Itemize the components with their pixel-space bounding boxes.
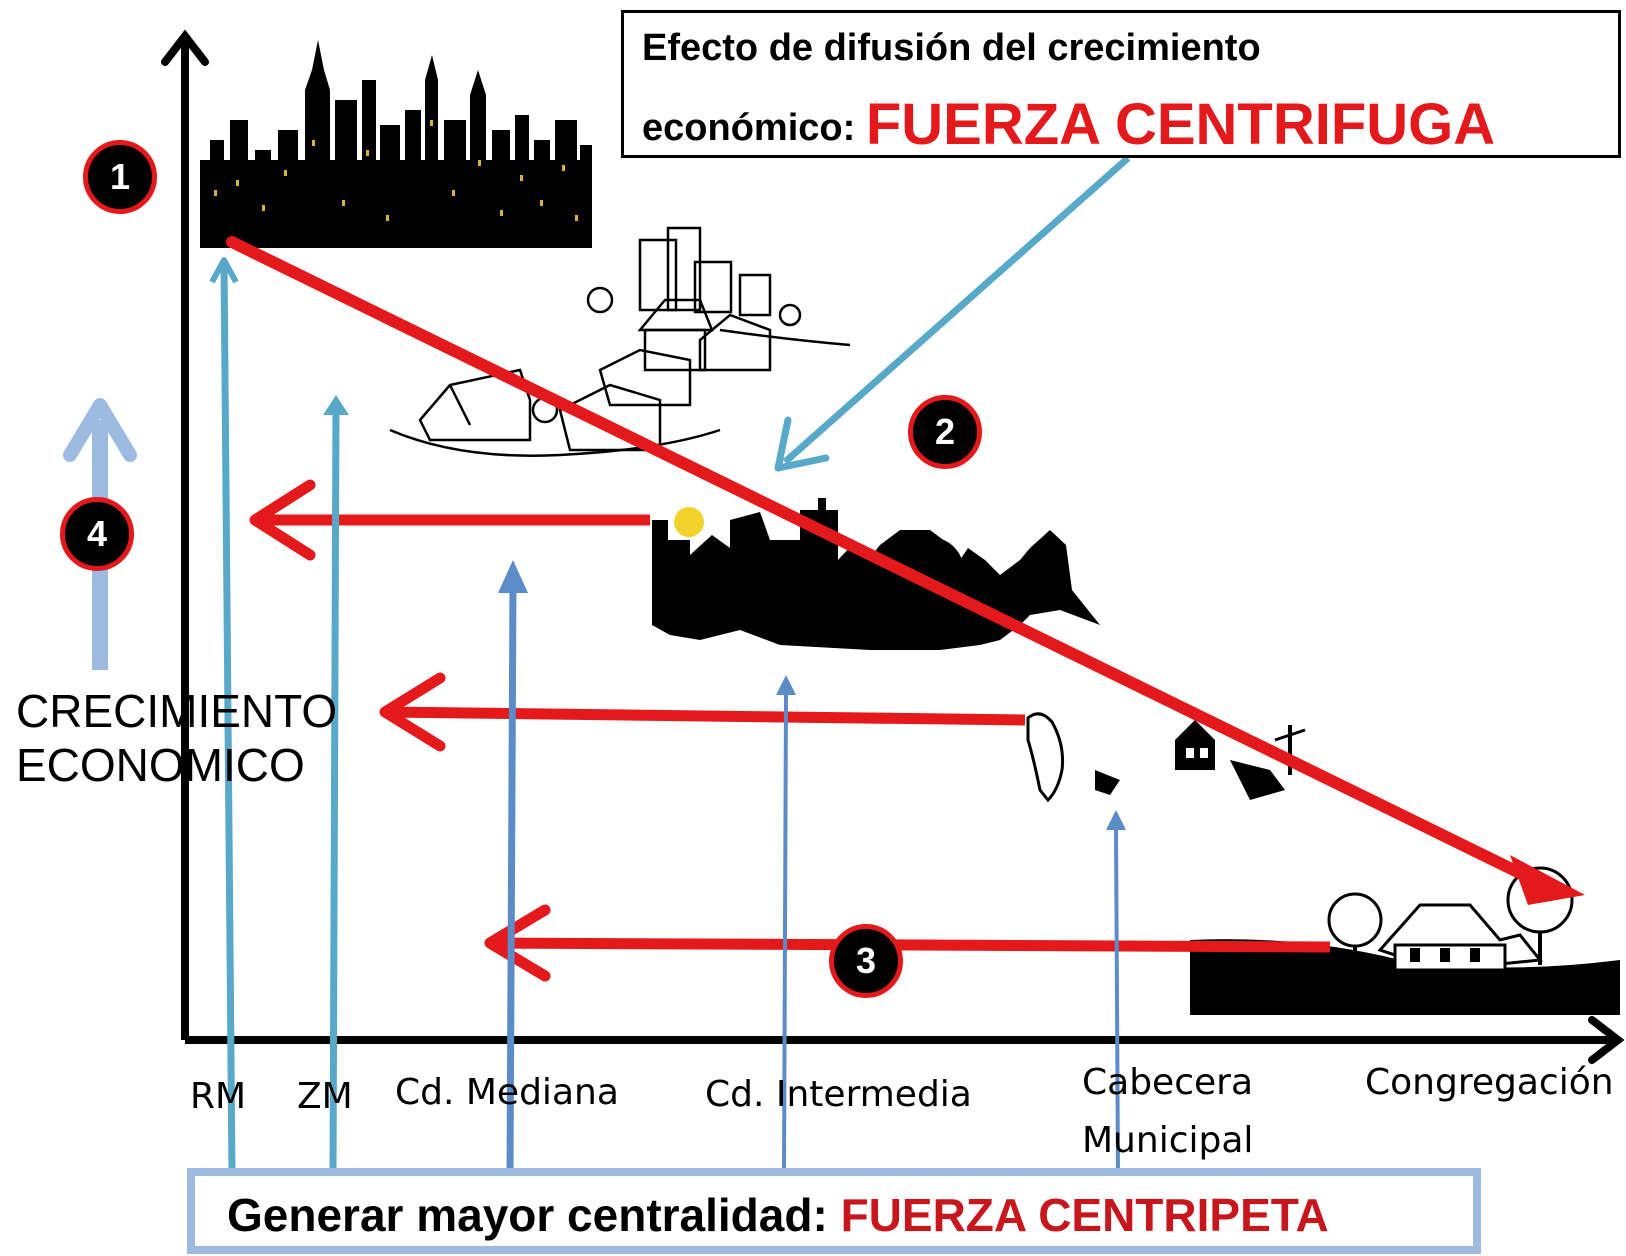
- bottom-banner: Generar mayor centralidad: FUERZA CENTRI…: [187, 1168, 1481, 1254]
- vertical-arrow-mediana: [498, 560, 528, 1176]
- y-axis-label-line1: CRECIMIENTO: [16, 685, 338, 737]
- metropolis-skyline-icon: [200, 40, 592, 248]
- title-line2: económico: FUERZA CENTRIFUGA: [642, 91, 1495, 158]
- centripetal-arrow-from-congregacion: [484, 904, 1331, 982]
- title-highlight: FUERZA CENTRIFUGA: [865, 92, 1496, 157]
- vertical-arrow-rm: [209, 257, 239, 1176]
- bottom-banner-highlight: FUERZA CENTRIPETA: [840, 1189, 1329, 1241]
- y-axis-label-line2: ECONOMICO: [16, 739, 305, 791]
- x-axis: [185, 1016, 1625, 1064]
- x-label-congregacion: Congregación: [1365, 1062, 1614, 1103]
- medium-city-silhouette-icon: [652, 498, 1100, 650]
- title-box: Efecto de difusión del crecimiento econó…: [621, 10, 1621, 158]
- title-pointer-arrow: [774, 155, 1131, 472]
- x-label-zm: ZM: [297, 1076, 353, 1117]
- bottom-banner-text: Generar mayor centralidad: FUERZA CENTRI…: [227, 1188, 1329, 1242]
- badge-3: 3: [829, 924, 903, 998]
- x-label-cabecera: Cabecera Municipal: [1082, 1054, 1253, 1170]
- suburban-houses-icon: [389, 226, 851, 457]
- y-axis-label: CRECIMIENTO ECONOMICO: [16, 684, 337, 792]
- badge-4: 4: [60, 497, 134, 571]
- vertical-arrow-intermedia: [776, 675, 796, 1176]
- centripetal-arrow-from-cabecera: [379, 672, 1026, 752]
- title-line2-prefix: económico:: [642, 107, 866, 149]
- x-label-cabecera-line2: Municipal: [1082, 1120, 1254, 1161]
- vertical-arrow-cabecera: [1106, 810, 1126, 1176]
- y-axis: [161, 29, 209, 1040]
- x-label-rm: RM: [190, 1076, 247, 1117]
- x-label-cabecera-line1: Cabecera: [1082, 1062, 1253, 1103]
- vertical-arrow-zm: [323, 395, 349, 1176]
- centripetal-arrow-from-intermedia: [249, 479, 650, 561]
- badge-1: 1: [83, 140, 157, 214]
- bottom-banner-prefix: Generar mayor centralidad:: [227, 1189, 841, 1241]
- centrifugal-diagonal-arrow: [226, 236, 1585, 905]
- badge-2: 2: [908, 395, 982, 469]
- x-label-intermedia: Cd. Intermedia: [705, 1074, 972, 1115]
- small-town-icon: [1026, 712, 1306, 803]
- title-line1: Efecto de difusión del crecimiento: [642, 27, 1261, 69]
- x-label-mediana: Cd. Mediana: [395, 1072, 619, 1113]
- farmhouse-icon: [1190, 866, 1620, 1015]
